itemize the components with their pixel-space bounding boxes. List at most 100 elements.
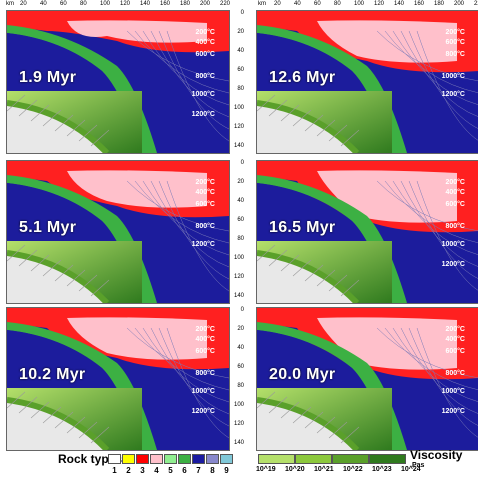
x-tick: 20	[20, 1, 27, 7]
isotherm-label: 800°C	[195, 370, 215, 377]
viscosity-bar-segment	[258, 454, 295, 464]
x-tick: 220	[220, 1, 231, 7]
rock-type-swatch	[164, 454, 177, 464]
time-label: 16.5 Myr	[269, 219, 336, 236]
y-tick: 120	[233, 421, 244, 427]
x-tick: 100	[100, 1, 111, 7]
viscosity-tick: 10^24	[401, 466, 421, 473]
viscosity-bar-segment	[369, 454, 406, 464]
isotherm-label: 1200°C	[191, 111, 215, 118]
isotherm-label: 1200°C	[191, 241, 215, 248]
x-axis-top: km km 20 40 60 80 100 120 140 160 180 200 220 20 40…	[0, 0, 478, 10]
isotherm-label: 400°C	[445, 336, 465, 343]
x-tick: 80	[80, 1, 87, 7]
isotherm-label: 800°C	[445, 370, 465, 377]
y-tick: 40	[237, 345, 244, 351]
x-tick: 20	[274, 1, 281, 7]
rock-type-swatch	[108, 454, 121, 464]
x-tick: 140	[140, 1, 151, 7]
y-tick: 140	[233, 293, 244, 299]
isotherm-label: 200°C	[195, 179, 215, 186]
isotherm-label: 1200°C	[441, 261, 465, 268]
y-tick: 120	[233, 124, 244, 130]
viscosity-tick: 10^21	[314, 466, 334, 473]
rock-types-title: Rock types	[58, 452, 123, 466]
y-tick: 40	[237, 48, 244, 54]
isotherm-label: 1000°C	[191, 388, 215, 395]
y-tick: 20	[237, 326, 244, 332]
x-tick: 180	[434, 1, 445, 7]
x-tick: 120	[120, 1, 131, 7]
isotherm-label: 200°C	[445, 179, 465, 186]
x-tick: 40	[294, 1, 301, 7]
isotherm-label: 200°C	[445, 29, 465, 36]
y-tick: 100	[233, 105, 244, 111]
isotherm-label: 400°C	[195, 336, 215, 343]
isotherm-label: 600°C	[195, 51, 215, 58]
isotherm-label: 1000°C	[191, 91, 215, 98]
rock-type-label: 3	[140, 466, 145, 475]
y-tick: 80	[237, 86, 244, 92]
x-tick: 160	[160, 1, 171, 7]
x-tick: 120	[374, 1, 385, 7]
y-tick: 20	[237, 29, 244, 35]
isotherm-label: 400°C	[195, 39, 215, 46]
time-label: 5.1 Myr	[19, 219, 77, 236]
isotherm-label: 800°C	[445, 223, 465, 230]
viscosity-bar-segment	[295, 454, 332, 464]
isotherm-label: 600°C	[195, 348, 215, 355]
y-tick: 20	[237, 179, 244, 185]
isotherm-label: 600°C	[195, 201, 215, 208]
isotherm-label: 600°C	[445, 348, 465, 355]
x-tick: 40	[40, 1, 47, 7]
isotherm-label: 400°C	[445, 189, 465, 196]
isotherm-label: 200°C	[445, 326, 465, 333]
y-tick: 140	[233, 440, 244, 446]
rock-type-label: 8	[210, 466, 215, 475]
y-tick: 0	[240, 10, 244, 16]
km-label-right: km	[258, 1, 266, 7]
isotherm-label: 400°C	[195, 189, 215, 196]
viscosity-tick: 10^20	[285, 466, 305, 473]
rock-type-swatch	[136, 454, 149, 464]
isotherm-label: 1200°C	[441, 408, 465, 415]
viscosity-tick: 10^23	[372, 466, 392, 473]
rock-type-label: 6	[182, 466, 187, 475]
x-tick: 220	[474, 1, 478, 7]
rock-type-label: 5	[168, 466, 173, 475]
rock-type-swatch	[122, 454, 135, 464]
km-label: km	[6, 1, 14, 7]
isotherm-label: 600°C	[445, 201, 465, 208]
y-tick: 120	[233, 274, 244, 280]
time-label: 1.9 Myr	[19, 69, 77, 86]
y-tick: 100	[233, 402, 244, 408]
rock-type-label: 2	[126, 466, 131, 475]
isotherm-label: 200°C	[195, 29, 215, 36]
isotherm-label: 800°C	[195, 73, 215, 80]
y-tick: 80	[237, 383, 244, 389]
isotherm-label: 800°C	[445, 51, 465, 58]
x-tick: 200	[200, 1, 211, 7]
viscosity-bar-segment	[332, 454, 369, 464]
y-tick: 60	[237, 67, 244, 73]
viscosity-unit: Pas	[412, 462, 425, 469]
rock-type-label: 7	[196, 466, 201, 475]
x-tick: 60	[60, 1, 67, 7]
time-label: 20.0 Myr	[269, 366, 336, 383]
y-tick: 60	[237, 364, 244, 370]
rock-type-label: 1	[112, 466, 117, 475]
viscosity-title: Viscosity	[410, 448, 463, 462]
time-label: 12.6 Myr	[269, 69, 336, 86]
isotherm-label: 1000°C	[441, 73, 465, 80]
rock-type-swatch	[206, 454, 219, 464]
time-label: 10.2 Myr	[19, 366, 86, 383]
model-panel: 1.9 Myr 200°C 400°C 600°C 800°C 1000°C 1200°C	[6, 10, 230, 154]
y-tick: 100	[233, 255, 244, 261]
